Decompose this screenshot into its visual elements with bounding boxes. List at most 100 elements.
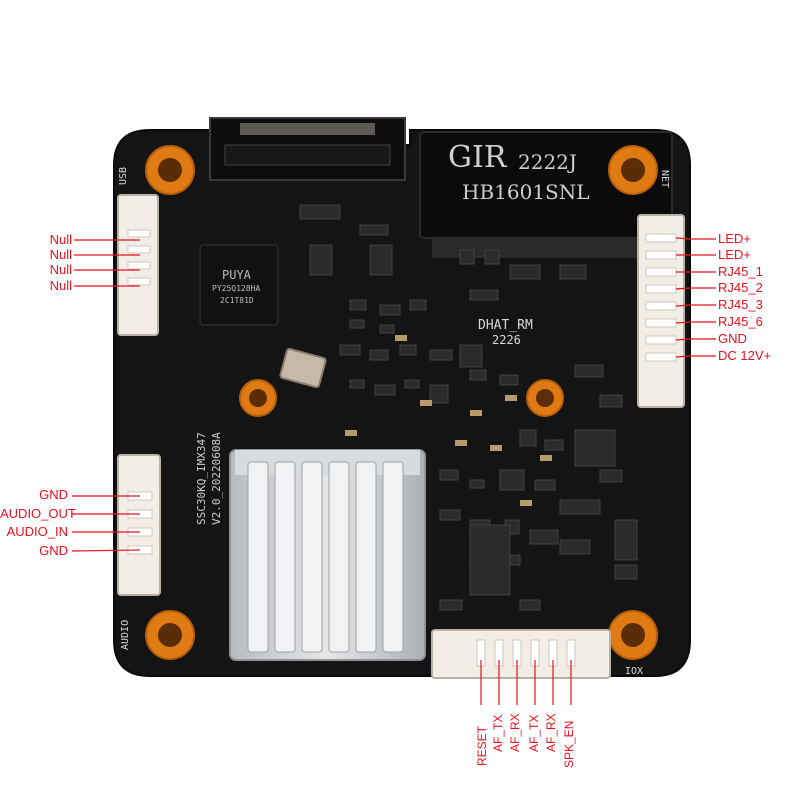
smd-component bbox=[309, 244, 333, 276]
heatsink-fin bbox=[328, 461, 350, 653]
smd-component bbox=[349, 319, 365, 329]
smd-component bbox=[469, 369, 487, 381]
usb-pin bbox=[127, 261, 151, 270]
smd-component bbox=[349, 299, 367, 311]
net-leader-line bbox=[675, 237, 716, 240]
smd-component bbox=[339, 344, 361, 356]
port-audio-label: AUDIO bbox=[120, 619, 131, 650]
board-model: SSC30KQ_IMX347 bbox=[195, 432, 208, 525]
chip-code: 2222J bbox=[518, 150, 577, 174]
net-leader-line bbox=[675, 321, 716, 324]
iox-pin-label: AF_RX bbox=[508, 713, 522, 752]
smd-component bbox=[574, 429, 616, 467]
smd-component bbox=[559, 539, 591, 555]
smd-component bbox=[599, 469, 623, 483]
capacitor bbox=[455, 440, 467, 446]
smd-component bbox=[429, 384, 449, 404]
mounting-hole-center bbox=[249, 389, 267, 407]
smd-component bbox=[369, 349, 389, 361]
mounting-hole-center bbox=[158, 158, 182, 182]
net-pin-label: LED+ bbox=[718, 231, 751, 246]
smd-component bbox=[299, 204, 341, 220]
net-pin-label: RJ45_6 bbox=[718, 314, 763, 329]
net-pin-label: DC 12V+ bbox=[718, 348, 772, 363]
net-pin-label: RJ45_2 bbox=[718, 280, 763, 295]
smd-component bbox=[499, 469, 525, 491]
net-pin-label: GND bbox=[718, 331, 747, 346]
capacitor bbox=[470, 410, 482, 416]
capacitor bbox=[420, 400, 432, 406]
net-leader-line bbox=[675, 338, 716, 341]
smd-component bbox=[439, 509, 461, 521]
audio-pin-label: GND bbox=[39, 543, 68, 558]
net-pin bbox=[645, 352, 677, 362]
smd-component bbox=[544, 439, 564, 451]
smd-component bbox=[404, 379, 420, 389]
usb-pin bbox=[127, 277, 151, 286]
net-pin bbox=[645, 335, 677, 345]
net-pin bbox=[645, 301, 677, 311]
smd-component bbox=[614, 564, 638, 580]
smd-component bbox=[379, 304, 401, 316]
audio-pin-label: AUDIO_OUT bbox=[0, 506, 76, 521]
smd-component bbox=[429, 349, 453, 361]
iox-pin-label: SPK_EN bbox=[562, 720, 576, 768]
net-rev: 2226 bbox=[492, 333, 521, 347]
flash-part: PY25Q128HA bbox=[212, 284, 261, 293]
port-iox-label: IOX bbox=[625, 666, 644, 677]
board-version: V2.0_20220608A bbox=[210, 432, 223, 525]
net-leader-line bbox=[675, 304, 716, 307]
smd-component bbox=[469, 289, 499, 301]
audio-leader-line bbox=[71, 549, 141, 552]
iox-pin-label: AF_TX bbox=[527, 714, 541, 752]
smd-component bbox=[379, 324, 395, 334]
smd-component bbox=[349, 379, 365, 389]
port-net-label: NET bbox=[659, 170, 670, 189]
smd-component bbox=[359, 224, 389, 236]
net-pin bbox=[645, 250, 677, 260]
net-leader-line bbox=[675, 355, 716, 358]
smd-component bbox=[469, 524, 511, 596]
audio-pin-label: AUDIO_IN bbox=[6, 524, 68, 539]
smd-component bbox=[519, 599, 541, 611]
net-pin-label: LED+ bbox=[718, 247, 751, 262]
net-pin bbox=[645, 233, 677, 243]
smd-component bbox=[499, 374, 519, 386]
capacitor bbox=[395, 335, 407, 341]
capacitor bbox=[520, 500, 532, 506]
usb-pin bbox=[127, 229, 151, 238]
audio-pin-label: GND bbox=[39, 487, 68, 502]
heatsink-fin bbox=[382, 461, 404, 653]
smd-component bbox=[574, 364, 604, 378]
mounting-hole-center bbox=[536, 389, 554, 407]
flash-brand: PUYA bbox=[222, 268, 251, 282]
heatsink-fin bbox=[355, 461, 377, 653]
capacitor bbox=[490, 445, 502, 451]
smd-component bbox=[484, 249, 500, 265]
smd-component bbox=[439, 599, 463, 611]
smd-component bbox=[399, 344, 417, 356]
usb-pin-label: Null bbox=[49, 278, 72, 293]
usb-pin-label: Null bbox=[49, 232, 72, 247]
smd-component bbox=[439, 469, 459, 481]
net-pin bbox=[645, 267, 677, 277]
smd-component bbox=[459, 344, 483, 368]
net-connector bbox=[637, 214, 685, 408]
mounting-hole-center bbox=[621, 158, 645, 182]
usb-pin bbox=[127, 245, 151, 254]
ribbon-connector bbox=[209, 117, 406, 181]
usb-pin-label: Null bbox=[49, 262, 72, 277]
smd-component bbox=[534, 479, 556, 491]
flash-lot: 2C1T81D bbox=[220, 296, 254, 305]
chip-brand: GIR bbox=[448, 140, 507, 175]
crystal-oscillator bbox=[279, 348, 327, 388]
smd-component bbox=[374, 384, 396, 396]
smd-component bbox=[509, 264, 541, 280]
smd-component bbox=[519, 429, 537, 447]
smd-component bbox=[369, 244, 393, 276]
audio-connector bbox=[117, 454, 161, 596]
port-usb-label: USB bbox=[118, 166, 129, 185]
heatsink-fin bbox=[274, 461, 296, 653]
iox-pin-label: RESET bbox=[475, 725, 489, 766]
